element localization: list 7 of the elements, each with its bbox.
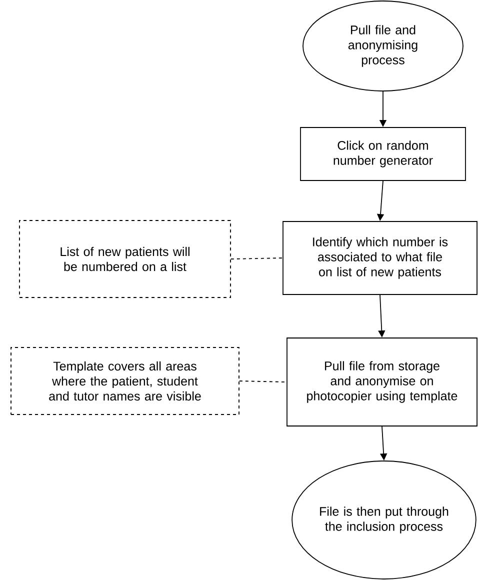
note-box: List of new patients will be numbered on a list <box>19 220 231 298</box>
process-box: Pull file from storage and anonymise on photocopier using template <box>286 338 478 426</box>
process-box: Click on random number generator <box>300 127 466 181</box>
connector-line <box>239 380 287 382</box>
process-box: Identify which number is associated to what file on list of new patients <box>282 221 478 295</box>
note-box: Template covers all areas where the patient, student and tutor names are visible <box>10 347 240 415</box>
connector-line <box>230 258 283 260</box>
